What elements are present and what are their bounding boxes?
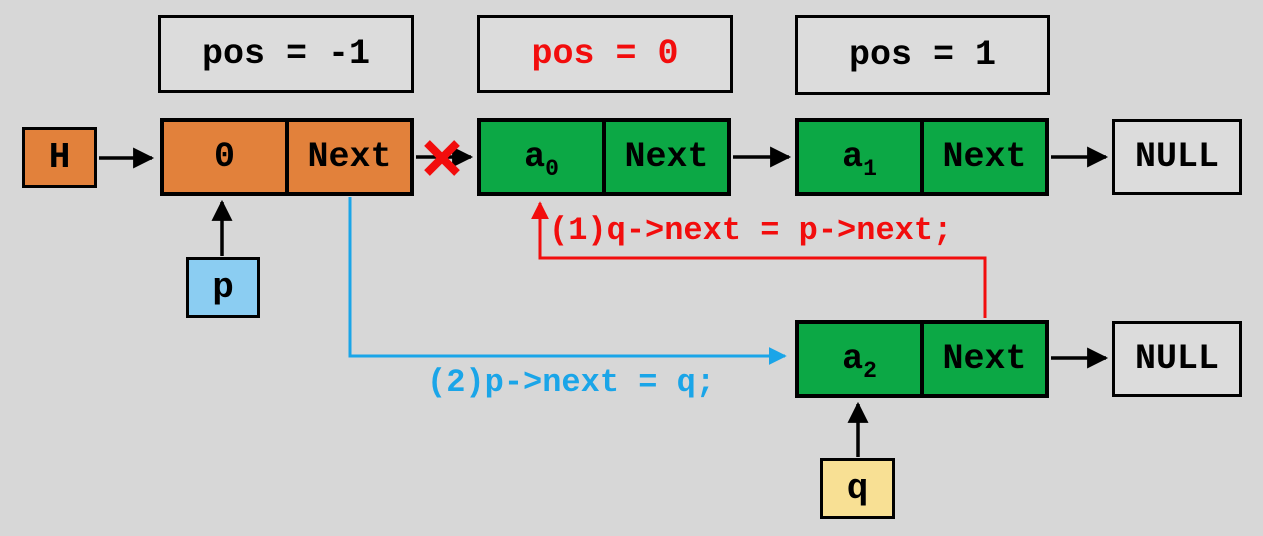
pos-label-minus1: pos = -1 [201,34,371,74]
node-a0-next-cell: Next [602,122,727,192]
node-a0-data: a0 [524,137,559,182]
node-a2-next-label: Next [942,339,1027,379]
node-a1: a1 Next [795,118,1049,196]
node-a1-data: a1 [842,137,877,182]
pos-label-1: pos = 1 [848,35,997,75]
node-a1-next-label: Next [942,137,1027,177]
head-pointer-box: H [22,127,97,188]
pointer-p-label: p [212,267,234,308]
head-node-data-cell: 0 [164,122,285,192]
node-a1-data-cell: a1 [799,122,920,192]
head-node-next-label: Next [307,137,392,177]
node-a2-data-cell: a2 [799,324,920,394]
null-label-bottom: NULL [1134,339,1219,379]
node-a2-data: a2 [842,339,877,384]
head-node-next-cell: Next [285,122,410,192]
annotation-step1: (1)q->next = p->next; [549,212,953,249]
head-pointer-label: H [48,137,71,178]
pointer-q-box: q [820,458,895,519]
head-node: 0 Next [160,118,414,196]
pos-label-box-minus1: pos = -1 [158,15,414,93]
node-a2-next-cell: Next [920,324,1045,394]
pointer-q-label: q [846,468,869,509]
pos-label-box-1: pos = 1 [795,15,1050,95]
pos-label-0: pos = 0 [531,34,679,74]
node-a0-data-cell: a0 [481,122,602,192]
node-a0: a0 Next [477,118,731,196]
node-a1-next-cell: Next [920,122,1045,192]
pointer-p-box: p [186,257,260,318]
annotation-step2: (2)p->next = q; [427,364,716,401]
null-label-top: NULL [1134,137,1219,177]
null-box-bottom: NULL [1112,321,1242,397]
null-box-top: NULL [1112,119,1242,195]
broken-link-x-icon [424,140,460,176]
pos-label-box-0: pos = 0 [477,15,733,93]
head-node-data: 0 [213,137,235,177]
node-a2: a2 Next [795,320,1049,398]
node-a0-next-label: Next [624,137,709,177]
